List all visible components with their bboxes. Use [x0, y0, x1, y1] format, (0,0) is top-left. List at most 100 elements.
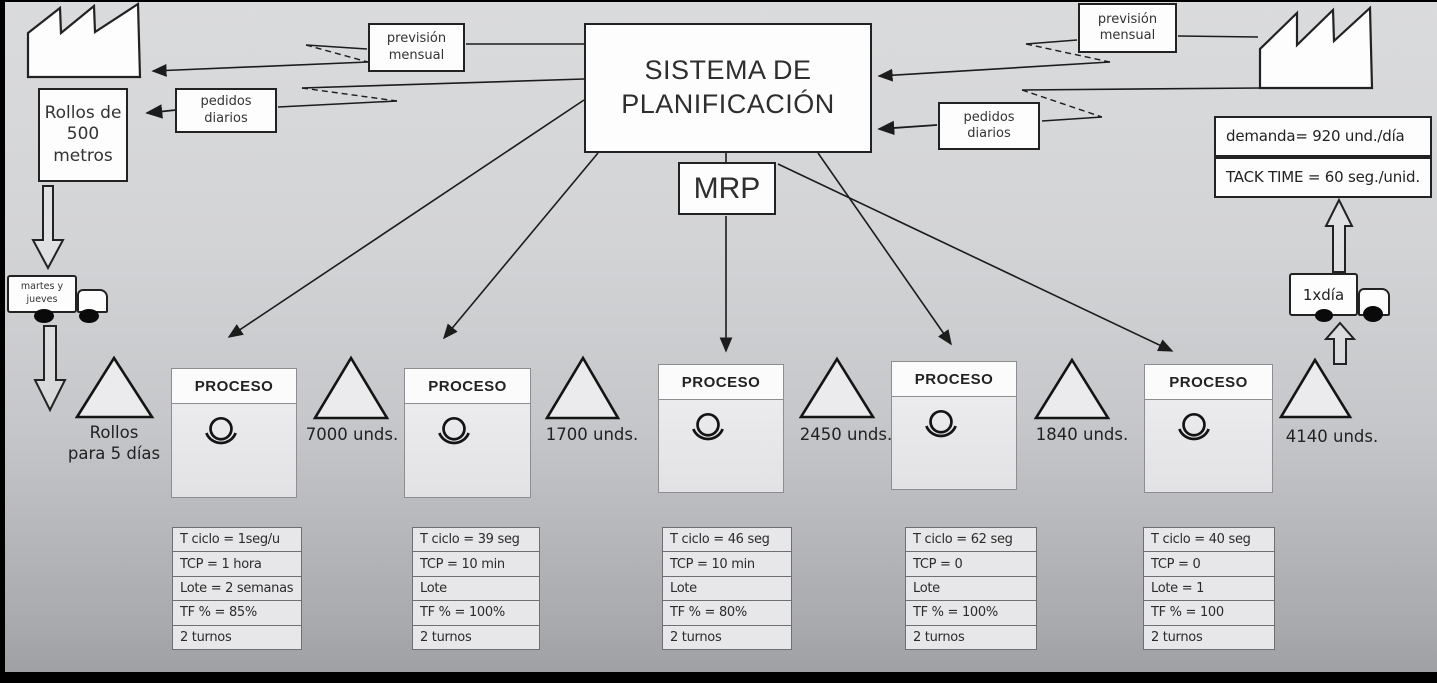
- data-row: 2 turnos: [180, 629, 232, 645]
- left-orders-box: pedidos diarios: [175, 88, 277, 133]
- data-row: Lote: [413, 577, 539, 602]
- process-body: [405, 404, 530, 458]
- data-row: T ciclo = 40 seg: [1144, 528, 1274, 553]
- right-forecast-zigzag-dash: [1025, 43, 1111, 63]
- right-forecast-label: previsión mensual: [1097, 11, 1158, 43]
- customer-truck-wheel-icon: [1315, 309, 1333, 322]
- left-orders-line: [301, 78, 585, 89]
- right-orders-zigzag: [1041, 116, 1103, 122]
- process-data-box-5: T ciclo = 40 seg TCP = 0 Lote = 1 TF % =…: [1143, 527, 1275, 650]
- data-row: 2 turnos: [913, 629, 965, 645]
- data-row: TCP = 0: [1144, 552, 1274, 577]
- schedule-arrow-2: [442, 152, 599, 340]
- supplier-truck-wheel-icon: [79, 309, 99, 323]
- data-row: T ciclo = 46 seg: [663, 528, 791, 553]
- operator-icon: [692, 412, 724, 441]
- planning-system-title: SISTEMA DE PLANIFICACIÓN: [621, 55, 835, 119]
- supplier-inventory-triangle-icon: [74, 355, 155, 419]
- customer-factory-icon: [1258, 5, 1374, 90]
- right-orders-line: [1021, 87, 1261, 91]
- supplier-truck-wheel-icon: [34, 309, 54, 323]
- right-forecast-arrow: [877, 61, 1111, 82]
- process-box-3: PROCESO: [658, 364, 784, 493]
- left-orders-label: pedidos diarios: [200, 94, 252, 126]
- inventory-label-3: 2450 unds.: [799, 425, 893, 444]
- customer-truck-wheel-icon: [1363, 306, 1383, 322]
- data-row: Lote = 2 semanas: [173, 577, 301, 602]
- outline-arrow-icon-customer-short: [1323, 321, 1357, 365]
- data-row: T ciclo = 1seg/u: [173, 528, 301, 553]
- process-data-box-2: T ciclo = 39 seg TCP = 10 min Lote TF % …: [412, 527, 540, 650]
- inventory-label-5: 4140 unds.: [1285, 427, 1379, 446]
- inventory-triangle-icon-5: [1278, 357, 1353, 419]
- data-row: TF % = 80%: [663, 601, 791, 626]
- customer-demand-box: demanda= 920 und./día: [1214, 116, 1432, 157]
- data-row: TCP = 0: [906, 552, 1036, 577]
- right-orders-zigzag-dash: [1021, 89, 1103, 118]
- left-forecast-zigzag: [305, 44, 368, 50]
- data-row: TF % = 85%: [173, 601, 301, 626]
- data-row: TF % = 100%: [413, 601, 539, 626]
- supplier-inventory-label: Rollos para 5 días: [54, 422, 174, 465]
- data-row: Lote: [663, 577, 791, 602]
- left-forecast-label: previsión mensual: [386, 31, 447, 63]
- left-forecast-arrow: [151, 61, 369, 77]
- mrp-box: MRP: [678, 162, 776, 215]
- inventory-triangle-icon-2: [544, 355, 621, 420]
- left-forecast-zigzag-dash: [305, 44, 369, 63]
- inventory-label-4: 1840 unds.: [1035, 425, 1129, 444]
- supplier-factory-icon: [26, 2, 142, 79]
- schedule-arrow-4: [817, 152, 952, 346]
- data-row: TF % = 100: [1144, 601, 1274, 626]
- left-orders-zigzag-dash: [301, 87, 398, 102]
- right-forecast-zigzag: [1025, 39, 1078, 45]
- data-row: Lote = 1: [1144, 577, 1274, 602]
- process-box-1: PROCESO: [171, 368, 297, 498]
- data-row: T ciclo = 62 seg: [906, 528, 1036, 553]
- process-data-box-1: T ciclo = 1seg/u TCP = 1 hora Lote = 2 s…: [172, 527, 302, 650]
- operator-icon: [925, 409, 957, 438]
- process-body: [1145, 400, 1272, 454]
- data-row: 2 turnos: [1151, 629, 1203, 645]
- process-title: PROCESO: [659, 365, 783, 400]
- takt-time-label: TACK TIME = 60 seg./unid.: [1226, 168, 1420, 187]
- supplier-inventory-line1: Rollos: [89, 423, 139, 442]
- supplier-inventory-line2: para 5 días: [67, 444, 161, 464]
- process-body: [892, 397, 1016, 451]
- data-row: TCP = 1 hora: [173, 552, 301, 577]
- operator-icon: [438, 416, 470, 445]
- inventory-label-2: 1700 unds.: [545, 425, 639, 444]
- data-row: Lote: [906, 577, 1036, 602]
- outline-arrow-icon-customer-long: [1324, 197, 1354, 273]
- data-row: TCP = 10 min: [663, 552, 791, 577]
- inventory-triangle-icon-1: [312, 355, 390, 420]
- planning-system-box: SISTEMA DE PLANIFICACIÓN: [584, 23, 872, 153]
- schedule-arrow-5: [777, 163, 1174, 352]
- customer-demand-label: demanda= 920 und./día: [1226, 127, 1405, 146]
- right-forecast-line: [1177, 35, 1259, 38]
- customer-truck-label: 1xdía: [1302, 285, 1345, 304]
- process-body: [659, 400, 783, 454]
- process-data-box-3: T ciclo = 46 seg TCP = 10 min Lote TF % …: [662, 527, 792, 650]
- left-orders-zigzag: [277, 100, 398, 108]
- data-row: TF % = 100%: [906, 601, 1036, 626]
- process-title: PROCESO: [405, 369, 530, 404]
- takt-time-box: TACK TIME = 60 seg./unid.: [1214, 157, 1432, 198]
- process-body: [172, 404, 296, 458]
- top-edge-bar: [0, 0, 1437, 2]
- inventory-label-1: 7000 unds.: [305, 425, 399, 444]
- supplier-truck-label: martes y jueves: [20, 281, 64, 305]
- outline-arrow-icon-supplier-1: [31, 185, 65, 271]
- right-orders-arrow: [877, 120, 938, 136]
- data-row: 2 turnos: [420, 629, 472, 645]
- process-title: PROCESO: [1145, 365, 1272, 400]
- schedule-arrow-1: [227, 99, 585, 338]
- process-data-box-4: T ciclo = 62 seg TCP = 0 Lote TF % = 100…: [905, 527, 1037, 650]
- bottom-edge-bar: [0, 672, 1437, 683]
- operator-icon: [1178, 412, 1210, 441]
- process-box-4: PROCESO: [891, 361, 1017, 490]
- inventory-triangle-icon-4: [1033, 357, 1111, 420]
- supplier-truck-icon: martes y jueves: [7, 275, 77, 313]
- data-row: 2 turnos: [670, 629, 722, 645]
